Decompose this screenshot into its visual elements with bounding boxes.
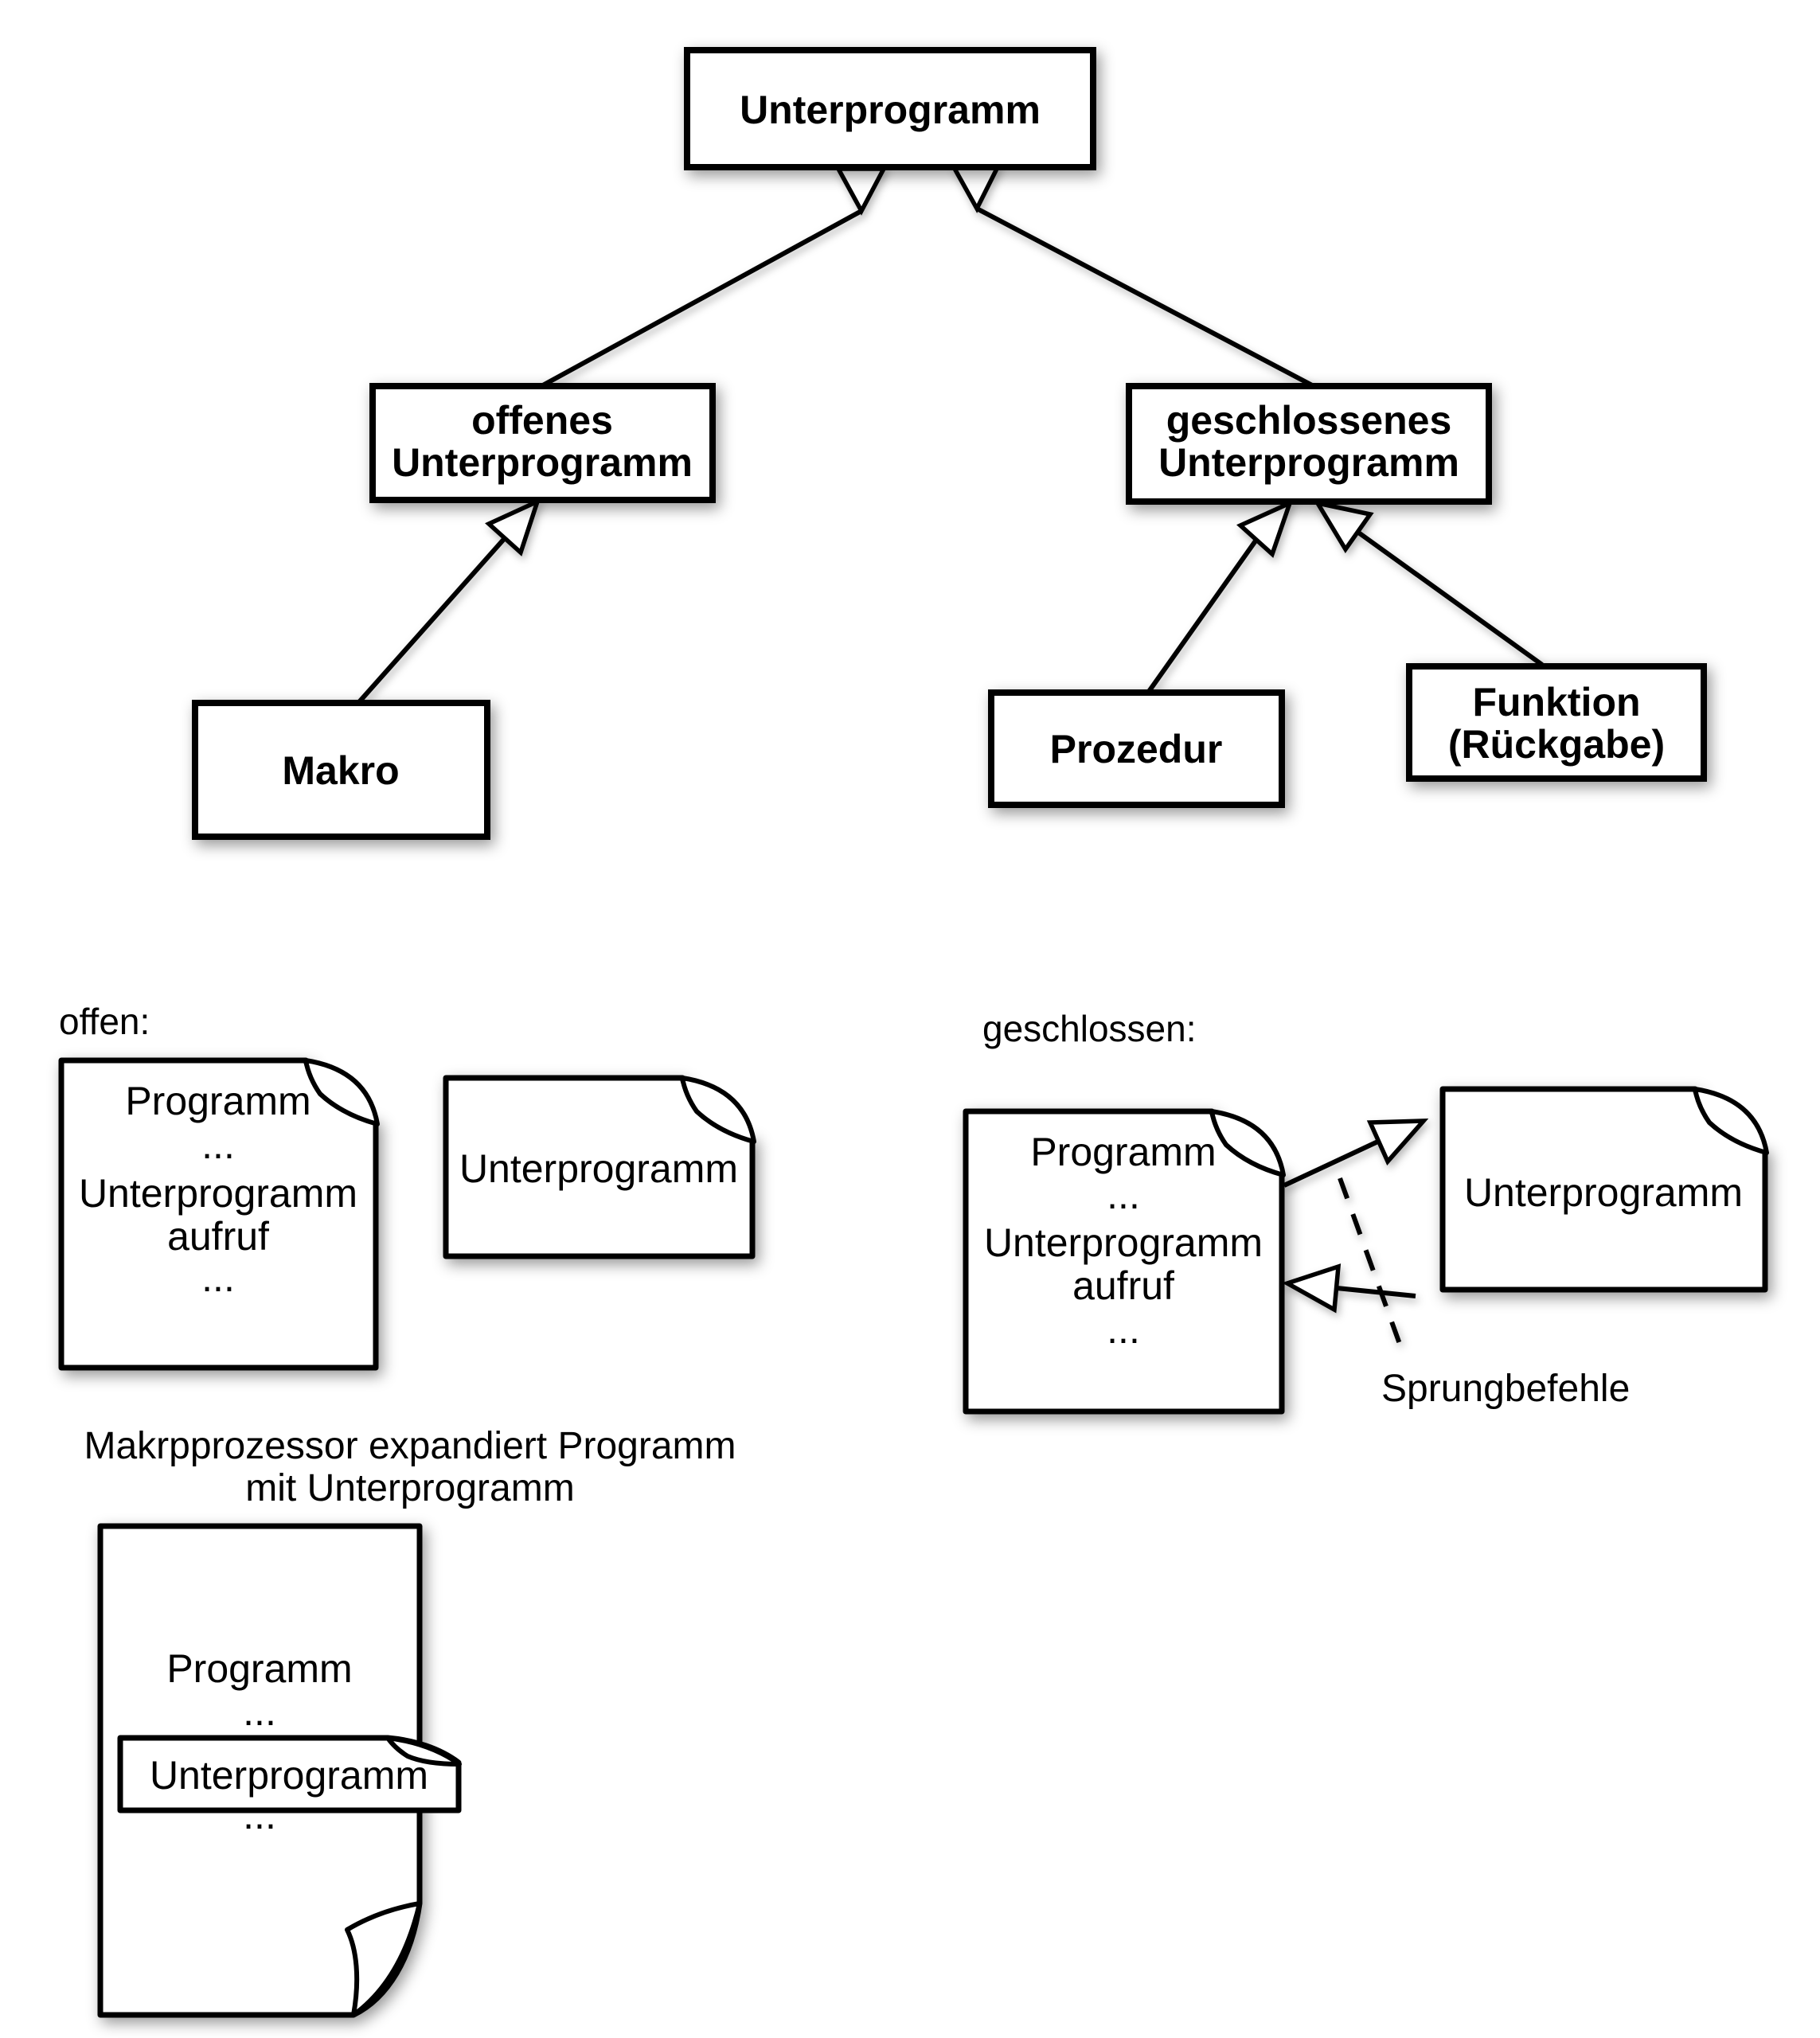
node-makro	[192, 700, 490, 840]
node-offenes-label-line2: Unterprogramm	[392, 440, 693, 485]
node-funktion-label-line1: Funktion	[1472, 680, 1640, 724]
closed-program-dots1: ...	[1107, 1173, 1140, 1217]
call-arrow-line	[1283, 1137, 1385, 1188]
open-program-call-line2: aufruf	[167, 1214, 269, 1259]
page-corner-fold-icon	[680, 1076, 756, 1144]
open-program-dots1: ...	[201, 1122, 235, 1167]
inserted-subprogram-label: Unterprogramm	[150, 1753, 428, 1798]
macro-expansion-caption-line1: Makrpprozessor expandiert Programm	[84, 1425, 736, 1467]
generalization-arrowhead-icon	[950, 165, 1002, 213]
page-corner-fold-icon	[303, 1058, 380, 1126]
edge-prozedur-to-closed	[1146, 538, 1259, 694]
page-corner-fold-icon	[1693, 1087, 1769, 1155]
generalization-arrowhead-icon	[1236, 498, 1294, 558]
node-prozedur	[988, 689, 1285, 808]
node-offenes-unterprogramm	[369, 383, 716, 503]
node-geschlossenes-label-line1: geschlossenes	[1166, 398, 1452, 443]
closed-program-call-line2: aufruf	[1072, 1263, 1174, 1308]
node-geschlossenes-label-line2: Unterprogramm	[1158, 440, 1459, 485]
edge-funktion-to-closed	[1356, 529, 1544, 667]
node-offenes-label-line1: offenes	[471, 398, 613, 443]
call-arrowhead-icon	[1366, 1119, 1429, 1166]
open-subprogram-label: Unterprogramm	[459, 1146, 738, 1191]
expanded-program-dots1: ...	[243, 1689, 276, 1734]
macro-expansion-caption-line2: mit Unterprogramm	[245, 1467, 574, 1509]
closed-subprogram-illustration: geschlossen: Programm ... Unterprogramm …	[963, 1008, 1769, 1415]
node-unterprogramm-label: Unterprogramm	[740, 88, 1041, 132]
edge-makro-to-open	[356, 537, 507, 705]
jump-commands-label: Sprungbefehle	[1381, 1368, 1630, 1410]
edge-open-to-root	[540, 209, 863, 388]
return-arrowhead-icon	[1282, 1263, 1342, 1314]
open-subprogram-illustration: offen: Programm ... Unterprogramm aufruf…	[58, 1001, 756, 2018]
inheritance-tree: Unterprogramm offenes Unterprogramm gesc…	[192, 47, 1707, 840]
generalization-arrowhead-icon	[1313, 499, 1374, 554]
page-corner-fold-icon	[385, 1735, 462, 1767]
node-prozedur-label: Prozedur	[1050, 727, 1223, 771]
node-funktion-label-line2: (Rückgabe)	[1448, 722, 1665, 767]
return-arrow-line	[1336, 1286, 1416, 1298]
node-funktion	[1406, 663, 1707, 782]
edge-closed-to-root	[975, 206, 1315, 388]
closed-program-dots2: ...	[1107, 1307, 1140, 1352]
closed-subprogram-label: Unterprogramm	[1464, 1170, 1743, 1215]
page-corner-fold-icon	[345, 1901, 422, 2017]
open-program-title: Programm	[125, 1079, 310, 1123]
expanded-program-dots2: ...	[243, 1793, 276, 1837]
tree-nodes: Unterprogramm offenes Unterprogramm gesc…	[192, 47, 1707, 840]
expanded-program-title: Programm	[166, 1646, 352, 1691]
jump-label-leader-line	[1338, 1177, 1402, 1345]
jump-arrows	[1282, 1119, 1429, 1345]
node-makro-label: Makro	[282, 748, 399, 793]
closed-program-call-line1: Unterprogramm	[984, 1220, 1263, 1265]
closed-section-heading: geschlossen:	[982, 1008, 1197, 1049]
node-geschlossenes-unterprogramm	[1126, 383, 1492, 505]
open-section-heading: offen:	[59, 1001, 150, 1042]
open-program-call-line1: Unterprogramm	[79, 1171, 357, 1216]
node-unterprogramm	[684, 47, 1096, 170]
closed-program-title: Programm	[1030, 1130, 1216, 1174]
page-corner-fold-icon	[1209, 1109, 1286, 1177]
open-program-dots2: ...	[201, 1255, 235, 1300]
generalization-arrowhead-icon	[834, 166, 888, 216]
generalization-arrowhead-icon	[485, 497, 541, 556]
